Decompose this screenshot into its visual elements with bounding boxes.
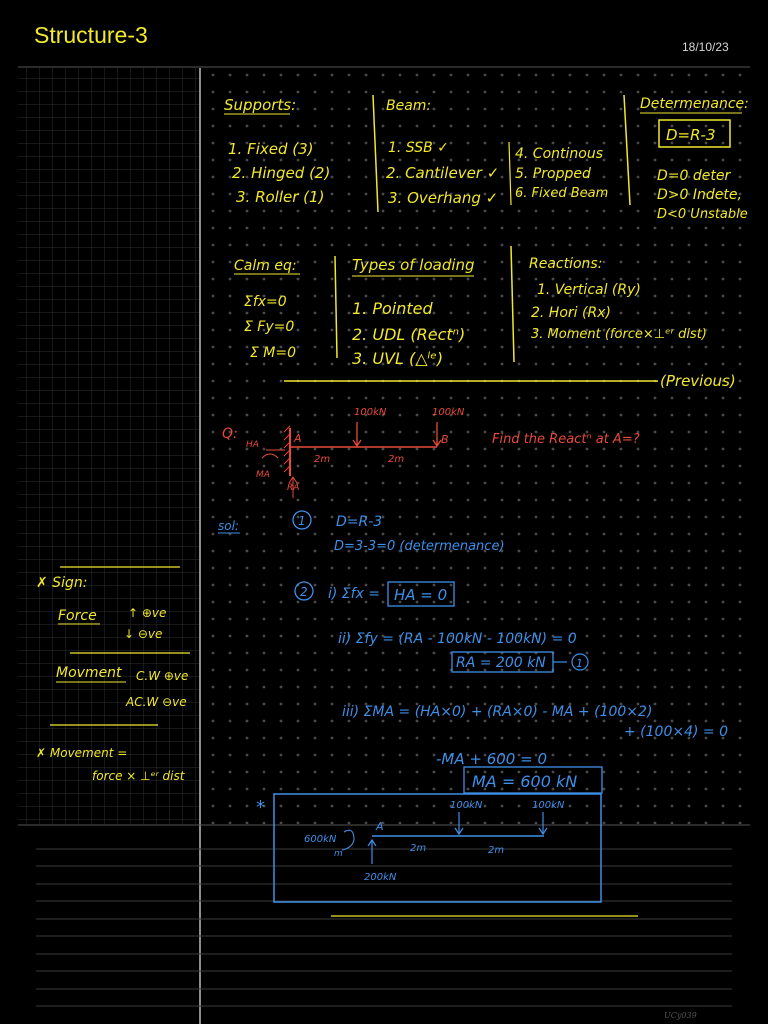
beam-item: 5. Propped bbox=[515, 166, 591, 182]
span-label: 2m bbox=[388, 454, 404, 465]
previous-label: (Previous) bbox=[660, 372, 736, 390]
span-label: 2m bbox=[314, 454, 330, 465]
point-label: A bbox=[375, 820, 384, 833]
span-label: 2m bbox=[488, 845, 504, 856]
beam-item: 3. Overhang ✓ bbox=[388, 189, 498, 207]
supports-item: 2. Hinged (2) bbox=[232, 164, 330, 182]
margin-grid bbox=[18, 68, 200, 824]
equilibrium-item: Σ Fy=0 bbox=[244, 319, 294, 335]
beam-item: 1. SSB ✓ bbox=[388, 140, 449, 156]
determinancy-case: D=0 deter bbox=[657, 168, 731, 184]
column-divider bbox=[623, 94, 631, 206]
beam-item: 2. Cantilever ✓ bbox=[386, 164, 499, 182]
summary-lines bbox=[36, 848, 732, 1007]
beam-item: 4. Continous bbox=[515, 146, 603, 162]
supports-item: 1. Fixed (3) bbox=[228, 140, 314, 158]
solution-result: RA = 200 kN bbox=[456, 655, 546, 671]
step-number: 1 bbox=[298, 514, 306, 528]
diagram-box bbox=[273, 793, 602, 903]
star-mark: * bbox=[256, 797, 265, 818]
final-diagram: * 100kN 100kN A 2m 2m 600kN m 200kN bbox=[256, 793, 602, 903]
reaction-label: 200kN bbox=[364, 872, 397, 883]
span-label: 2m bbox=[410, 843, 426, 854]
reactions-heading: Reactions: bbox=[529, 256, 602, 272]
solution-line: D=3-3=0 (determenance) bbox=[334, 539, 505, 554]
beam-item: 6. Fixed Beam bbox=[515, 186, 608, 201]
loading-heading: Types of loading bbox=[352, 256, 475, 274]
solution-line: + (100×4) = 0 bbox=[624, 724, 728, 740]
reactions-item: 2. Hori (Rx) bbox=[531, 305, 611, 321]
reaction-label: HA bbox=[246, 440, 259, 450]
solution-label: sol: bbox=[218, 519, 239, 533]
force-sign: ↑ ⊕ve bbox=[128, 606, 166, 620]
page-title: Structure-3 bbox=[34, 22, 148, 48]
reaction-label: RA bbox=[287, 483, 299, 493]
moment-label: Movment bbox=[56, 665, 122, 681]
determinancy-case: D<0 Unstable bbox=[657, 207, 748, 222]
determinancy-heading: Determenance: bbox=[640, 96, 749, 112]
page-date: 18/10/23 bbox=[682, 40, 729, 54]
point-label: B bbox=[441, 433, 449, 446]
solution-result: MA = 600 kN bbox=[472, 772, 577, 791]
reactions-item: 1. Vertical (Ry) bbox=[537, 282, 641, 298]
load-label: 100kN bbox=[354, 407, 387, 418]
load-label: 100kN bbox=[532, 800, 565, 811]
equilibrium-section: Calm eq: Σfx=0 Σ Fy=0 Σ M=0 bbox=[234, 258, 300, 361]
question-section: Q: 100kN 100kN A B 2m 2m HA MA RA Find t… bbox=[222, 407, 640, 498]
question-label: Q: bbox=[222, 426, 238, 442]
solution-result: HA = 0 bbox=[394, 586, 447, 604]
supports-item: 3. Roller (1) bbox=[236, 188, 324, 206]
supports-heading: Supports: bbox=[224, 96, 296, 114]
force-sign: ↓ ⊖ve bbox=[124, 627, 162, 641]
column-divider bbox=[334, 255, 338, 359]
question-text: Find the Reactⁿ at A=? bbox=[492, 432, 640, 447]
equilibrium-heading: Calm eq: bbox=[234, 258, 297, 274]
loading-item: 1. Pointed bbox=[352, 299, 433, 318]
load-label: 100kN bbox=[450, 800, 483, 811]
reaction-label: MA bbox=[256, 470, 270, 480]
moment-sign: C.W ⊕ve bbox=[136, 669, 188, 683]
loading-item: 3. UVL (△ˡᵉ) bbox=[352, 349, 443, 368]
force-label: Force bbox=[58, 608, 97, 624]
equilibrium-item: Σfx=0 bbox=[244, 294, 287, 310]
beam-section: Beam: 1. SSB ✓ 2. Cantilever ✓ 3. Overha… bbox=[386, 98, 608, 207]
solution-line: D=R-3 bbox=[336, 514, 382, 530]
equilibrium-item: Σ M=0 bbox=[250, 345, 296, 361]
determinancy-section: Determenance: D=R-3 D=0 deter D>0 Indete… bbox=[640, 96, 749, 222]
reactions-item: 3. Moment (force×⊥ᵉʳ dist) bbox=[531, 327, 707, 342]
equation-ref: 1 bbox=[576, 657, 583, 670]
moment-label: 600kN bbox=[304, 834, 337, 845]
determinancy-formula: D=R-3 bbox=[666, 126, 716, 144]
formula-box bbox=[658, 119, 731, 148]
solution-line: iii) ΣMA = (HA×0) + (RA×0) - MA + (100×2… bbox=[342, 704, 652, 720]
point-label: A bbox=[293, 432, 302, 445]
load-label: 100kN bbox=[432, 407, 465, 418]
margin-notes: ✗ Sign: Force ↑ ⊕ve ↓ ⊖ve Movment C.W ⊕v… bbox=[36, 566, 190, 783]
movement-formula: force × ⊥ᵉʳ dist bbox=[92, 769, 186, 783]
determinancy-case: D>0 Indete, bbox=[657, 187, 742, 203]
loading-item: 2. UDL (Rectⁿ) bbox=[352, 325, 465, 344]
moment-unit: m bbox=[334, 849, 343, 859]
column-divider bbox=[510, 245, 515, 363]
watermark: UCy039 bbox=[664, 1011, 697, 1020]
beam-heading: Beam: bbox=[386, 98, 431, 114]
sign-heading: ✗ Sign: bbox=[36, 575, 87, 591]
dot-grid-area bbox=[201, 68, 751, 824]
step-number: 2 bbox=[300, 585, 308, 599]
solution-line: -MA + 600 = 0 bbox=[436, 750, 547, 768]
column-divider bbox=[372, 94, 379, 213]
moment-sign: AC.W ⊖ve bbox=[125, 695, 187, 709]
solution-section: sol: 1 D=R-3 D=3-3=0 (determenance) 2 i)… bbox=[218, 510, 728, 794]
movement-heading: ✗ Movement = bbox=[36, 746, 127, 760]
solution-line: i) Σfx = bbox=[328, 586, 380, 602]
solution-line: ii) Σfy = (RA - 100kN - 100kN) = 0 bbox=[338, 631, 577, 647]
supports-section: Supports: 1. Fixed (3) 2. Hinged (2) 3. … bbox=[224, 96, 330, 206]
reactions-section: Reactions: 1. Vertical (Ry) 2. Hori (Rx)… bbox=[529, 256, 707, 342]
loading-section: Types of loading 1. Pointed 2. UDL (Rect… bbox=[352, 256, 475, 368]
